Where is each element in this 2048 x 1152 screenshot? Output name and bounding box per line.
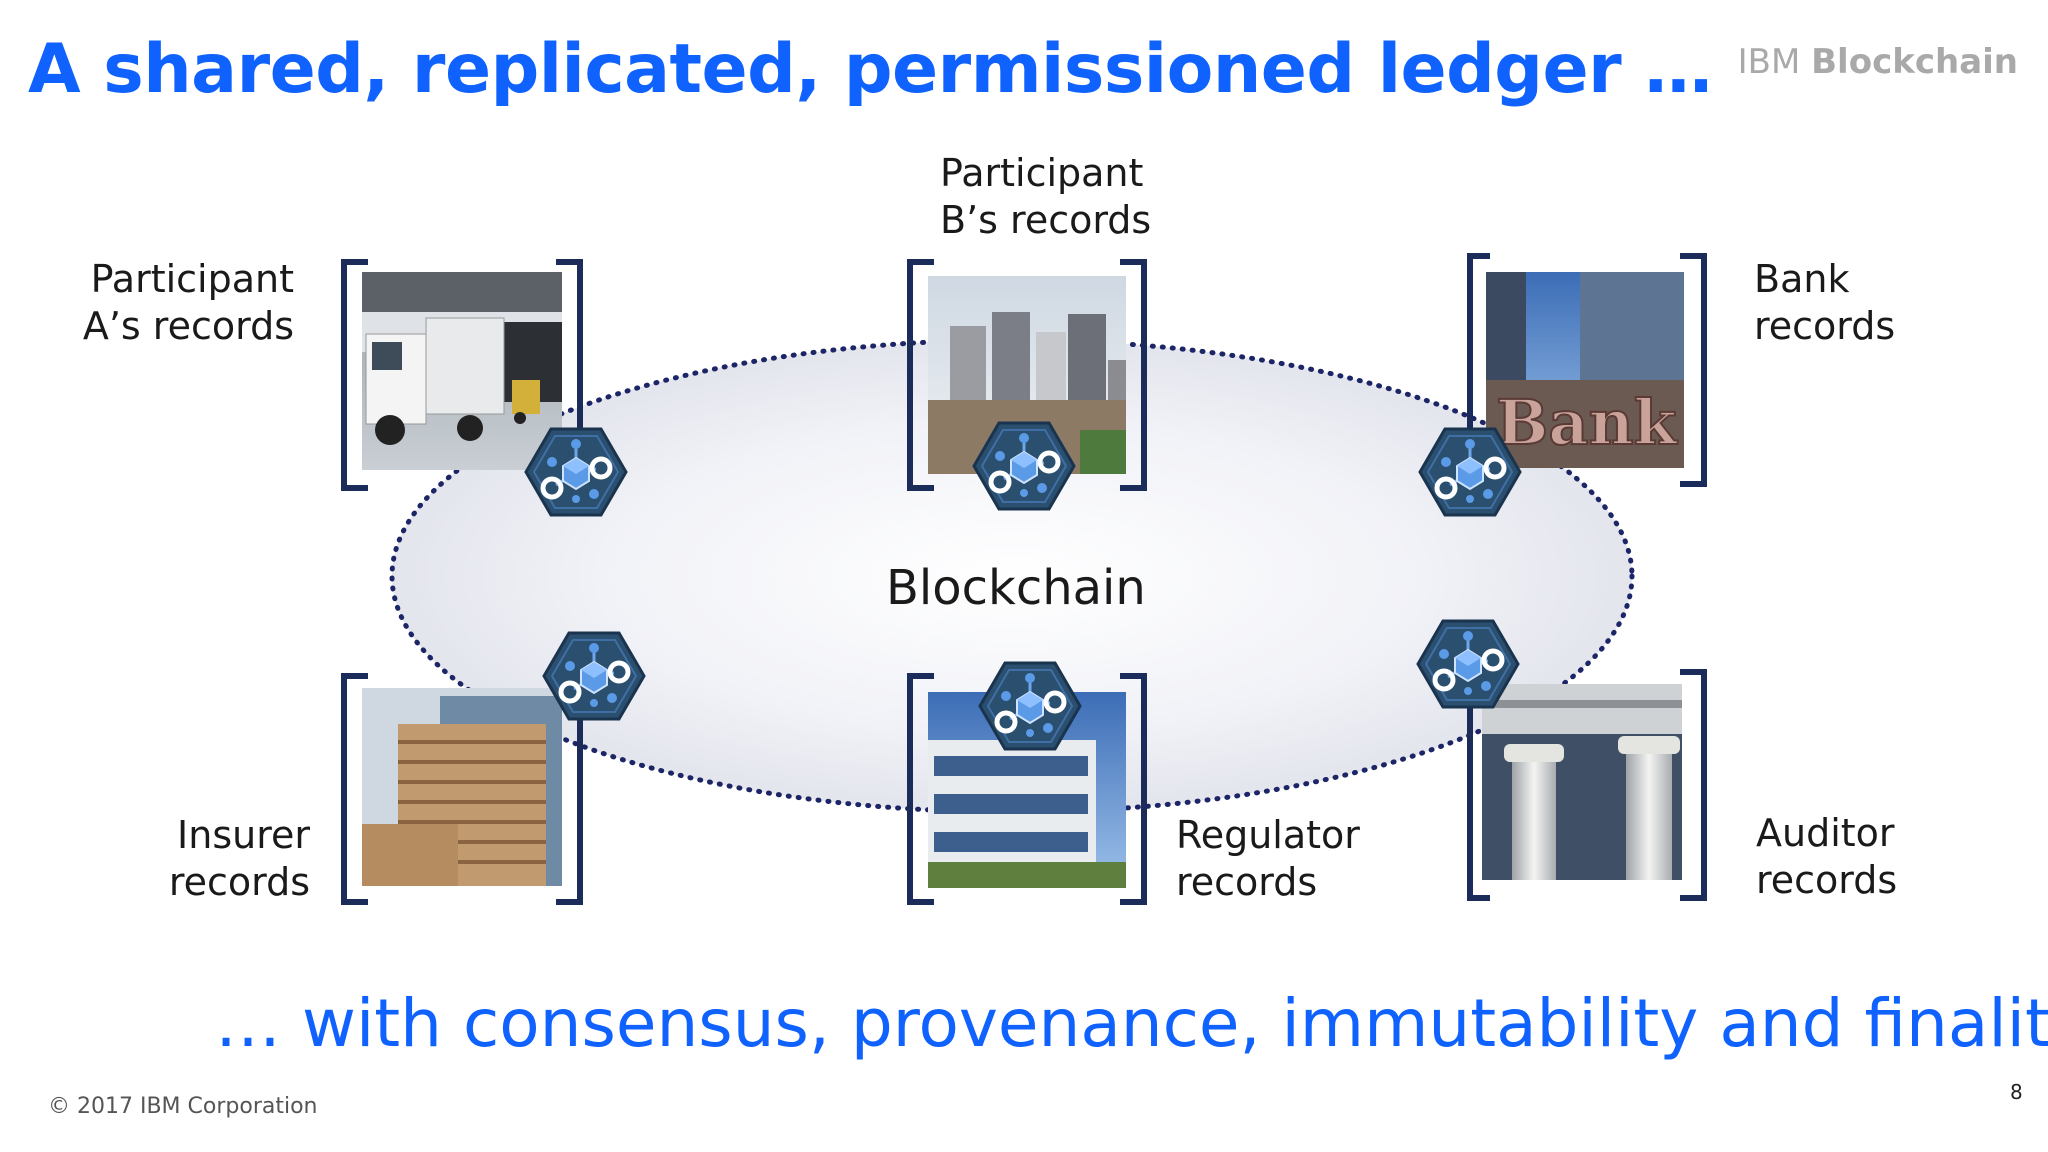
auditor-label-line1: Auditor bbox=[1756, 811, 1895, 855]
participant-a-label: Participant A’s records bbox=[72, 256, 294, 350]
participant-b-label-line2: B’s records bbox=[940, 198, 1152, 242]
copyright-footer: © 2017 IBM Corporation bbox=[48, 1094, 318, 1119]
regulator-label: Regulator records bbox=[1176, 812, 1360, 906]
bank-photo: Bank bbox=[1486, 272, 1684, 468]
participant-a-label-line2: A’s records bbox=[82, 304, 294, 348]
insurer-label: Insurer records bbox=[110, 812, 310, 906]
tagline: … with consensus, provenance, immutabili… bbox=[215, 985, 2048, 1062]
bracket-a-left bbox=[341, 259, 368, 491]
bracket-regulator-right bbox=[1120, 673, 1147, 905]
insurer-label-line2: records bbox=[168, 860, 310, 904]
brand-ibm: IBM bbox=[1737, 42, 1801, 82]
slide-title: A shared, replicated, permissioned ledge… bbox=[28, 30, 1712, 109]
insurer-label-line1: Insurer bbox=[177, 813, 310, 857]
bracket-b-left bbox=[907, 259, 934, 491]
participant-b-label-line1: Participant bbox=[940, 151, 1144, 195]
participant-a-label-line1: Participant bbox=[90, 257, 294, 301]
bracket-regulator-left bbox=[907, 673, 934, 905]
bank-label-line2: records bbox=[1754, 304, 1896, 348]
regulator-label-line2: records bbox=[1176, 860, 1318, 904]
bracket-auditor-right bbox=[1680, 669, 1707, 901]
brand-product: Blockchain bbox=[1811, 42, 2018, 82]
ibm-blockchain-logo: IBM Blockchain bbox=[1738, 42, 2018, 82]
page-number: 8 bbox=[2010, 1080, 2023, 1104]
bracket-insurer-left bbox=[341, 673, 368, 905]
auditor-photo bbox=[1482, 684, 1682, 880]
auditor-label: Auditor records bbox=[1756, 810, 1897, 904]
bank-label-line1: Bank bbox=[1754, 257, 1850, 301]
bank-sign-lettering: Bank bbox=[1496, 386, 1679, 459]
bracket-b-right bbox=[1120, 259, 1147, 491]
insurer-photo bbox=[362, 688, 562, 886]
regulator-photo bbox=[928, 692, 1126, 888]
bracket-bank-right bbox=[1680, 253, 1707, 487]
participant-a-photo bbox=[362, 272, 562, 470]
auditor-label-line2: records bbox=[1756, 858, 1898, 902]
participant-b-label: Participant B’s records bbox=[940, 150, 1151, 244]
blockchain-center-label: Blockchain bbox=[886, 560, 1146, 616]
regulator-label-line1: Regulator bbox=[1176, 813, 1360, 857]
bank-label: Bank records bbox=[1754, 256, 1895, 350]
